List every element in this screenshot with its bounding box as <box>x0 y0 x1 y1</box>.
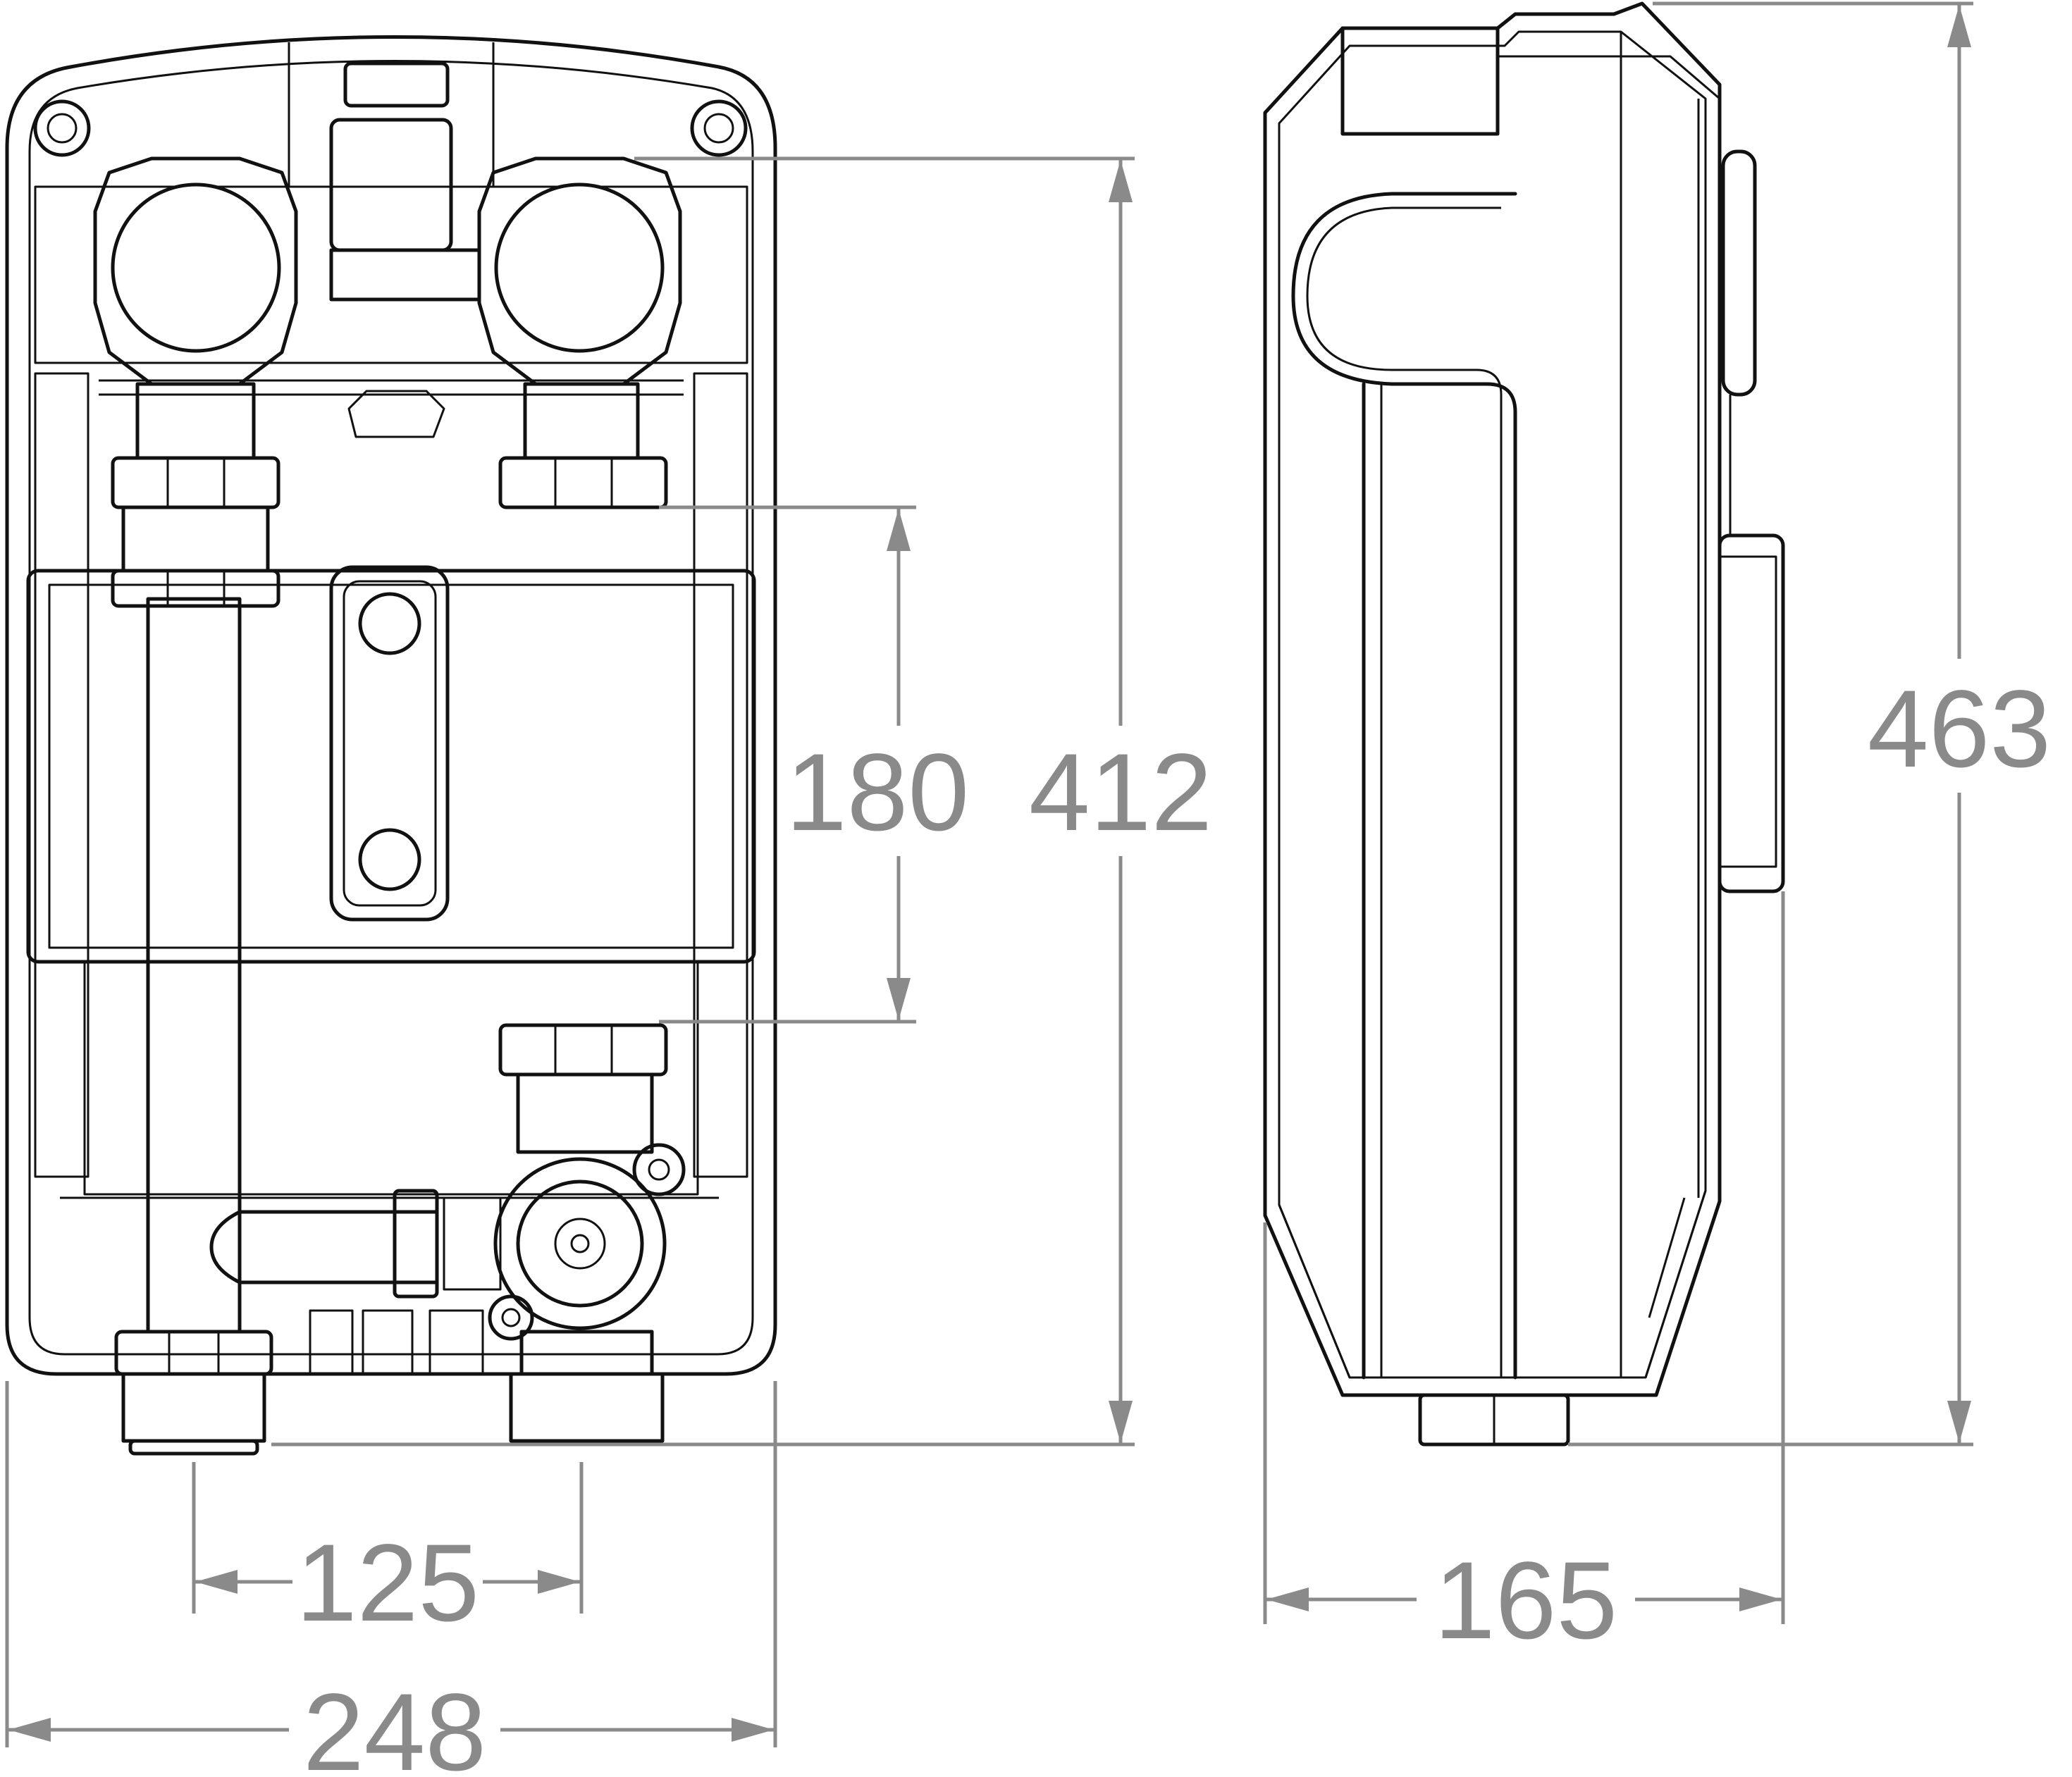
side-housing-inner <box>1278 30 1707 1379</box>
dim-label-height-inner: 412 <box>1029 731 1212 854</box>
side-view <box>1263 1 1785 1447</box>
dim-label-height-total: 463 <box>1868 668 2051 791</box>
dim-label-mount-spacing: 180 <box>786 731 969 854</box>
side-rail-right <box>693 372 748 1178</box>
bottom-fitting-right <box>509 1330 665 1443</box>
lower-right-fitting <box>498 1023 668 1154</box>
dim-label-width-side: 165 <box>1434 1540 1617 1662</box>
mounting-slot <box>329 565 450 922</box>
side-housing-outline <box>1263 1 1722 1397</box>
valve-left <box>93 156 298 608</box>
cross-pipe <box>209 1210 439 1284</box>
top-frame <box>34 185 748 364</box>
dim-label-pipe-spacing: 125 <box>296 1522 479 1645</box>
side-knob <box>1718 149 1785 893</box>
valve-right <box>477 156 682 509</box>
mixing-valve <box>488 1143 686 1341</box>
mounting-hole-right <box>690 99 748 157</box>
dimension-lines <box>5 1 1973 1747</box>
front-housing-outline <box>5 35 777 1376</box>
top-clip <box>329 61 481 438</box>
front-view <box>5 35 777 1456</box>
mounting-hole-left <box>33 99 91 157</box>
side-rail-left <box>34 372 90 1178</box>
lower-box <box>83 960 699 1196</box>
bottom-fitting-left <box>114 1330 273 1456</box>
dim-label-width-front: 248 <box>303 1671 486 1777</box>
